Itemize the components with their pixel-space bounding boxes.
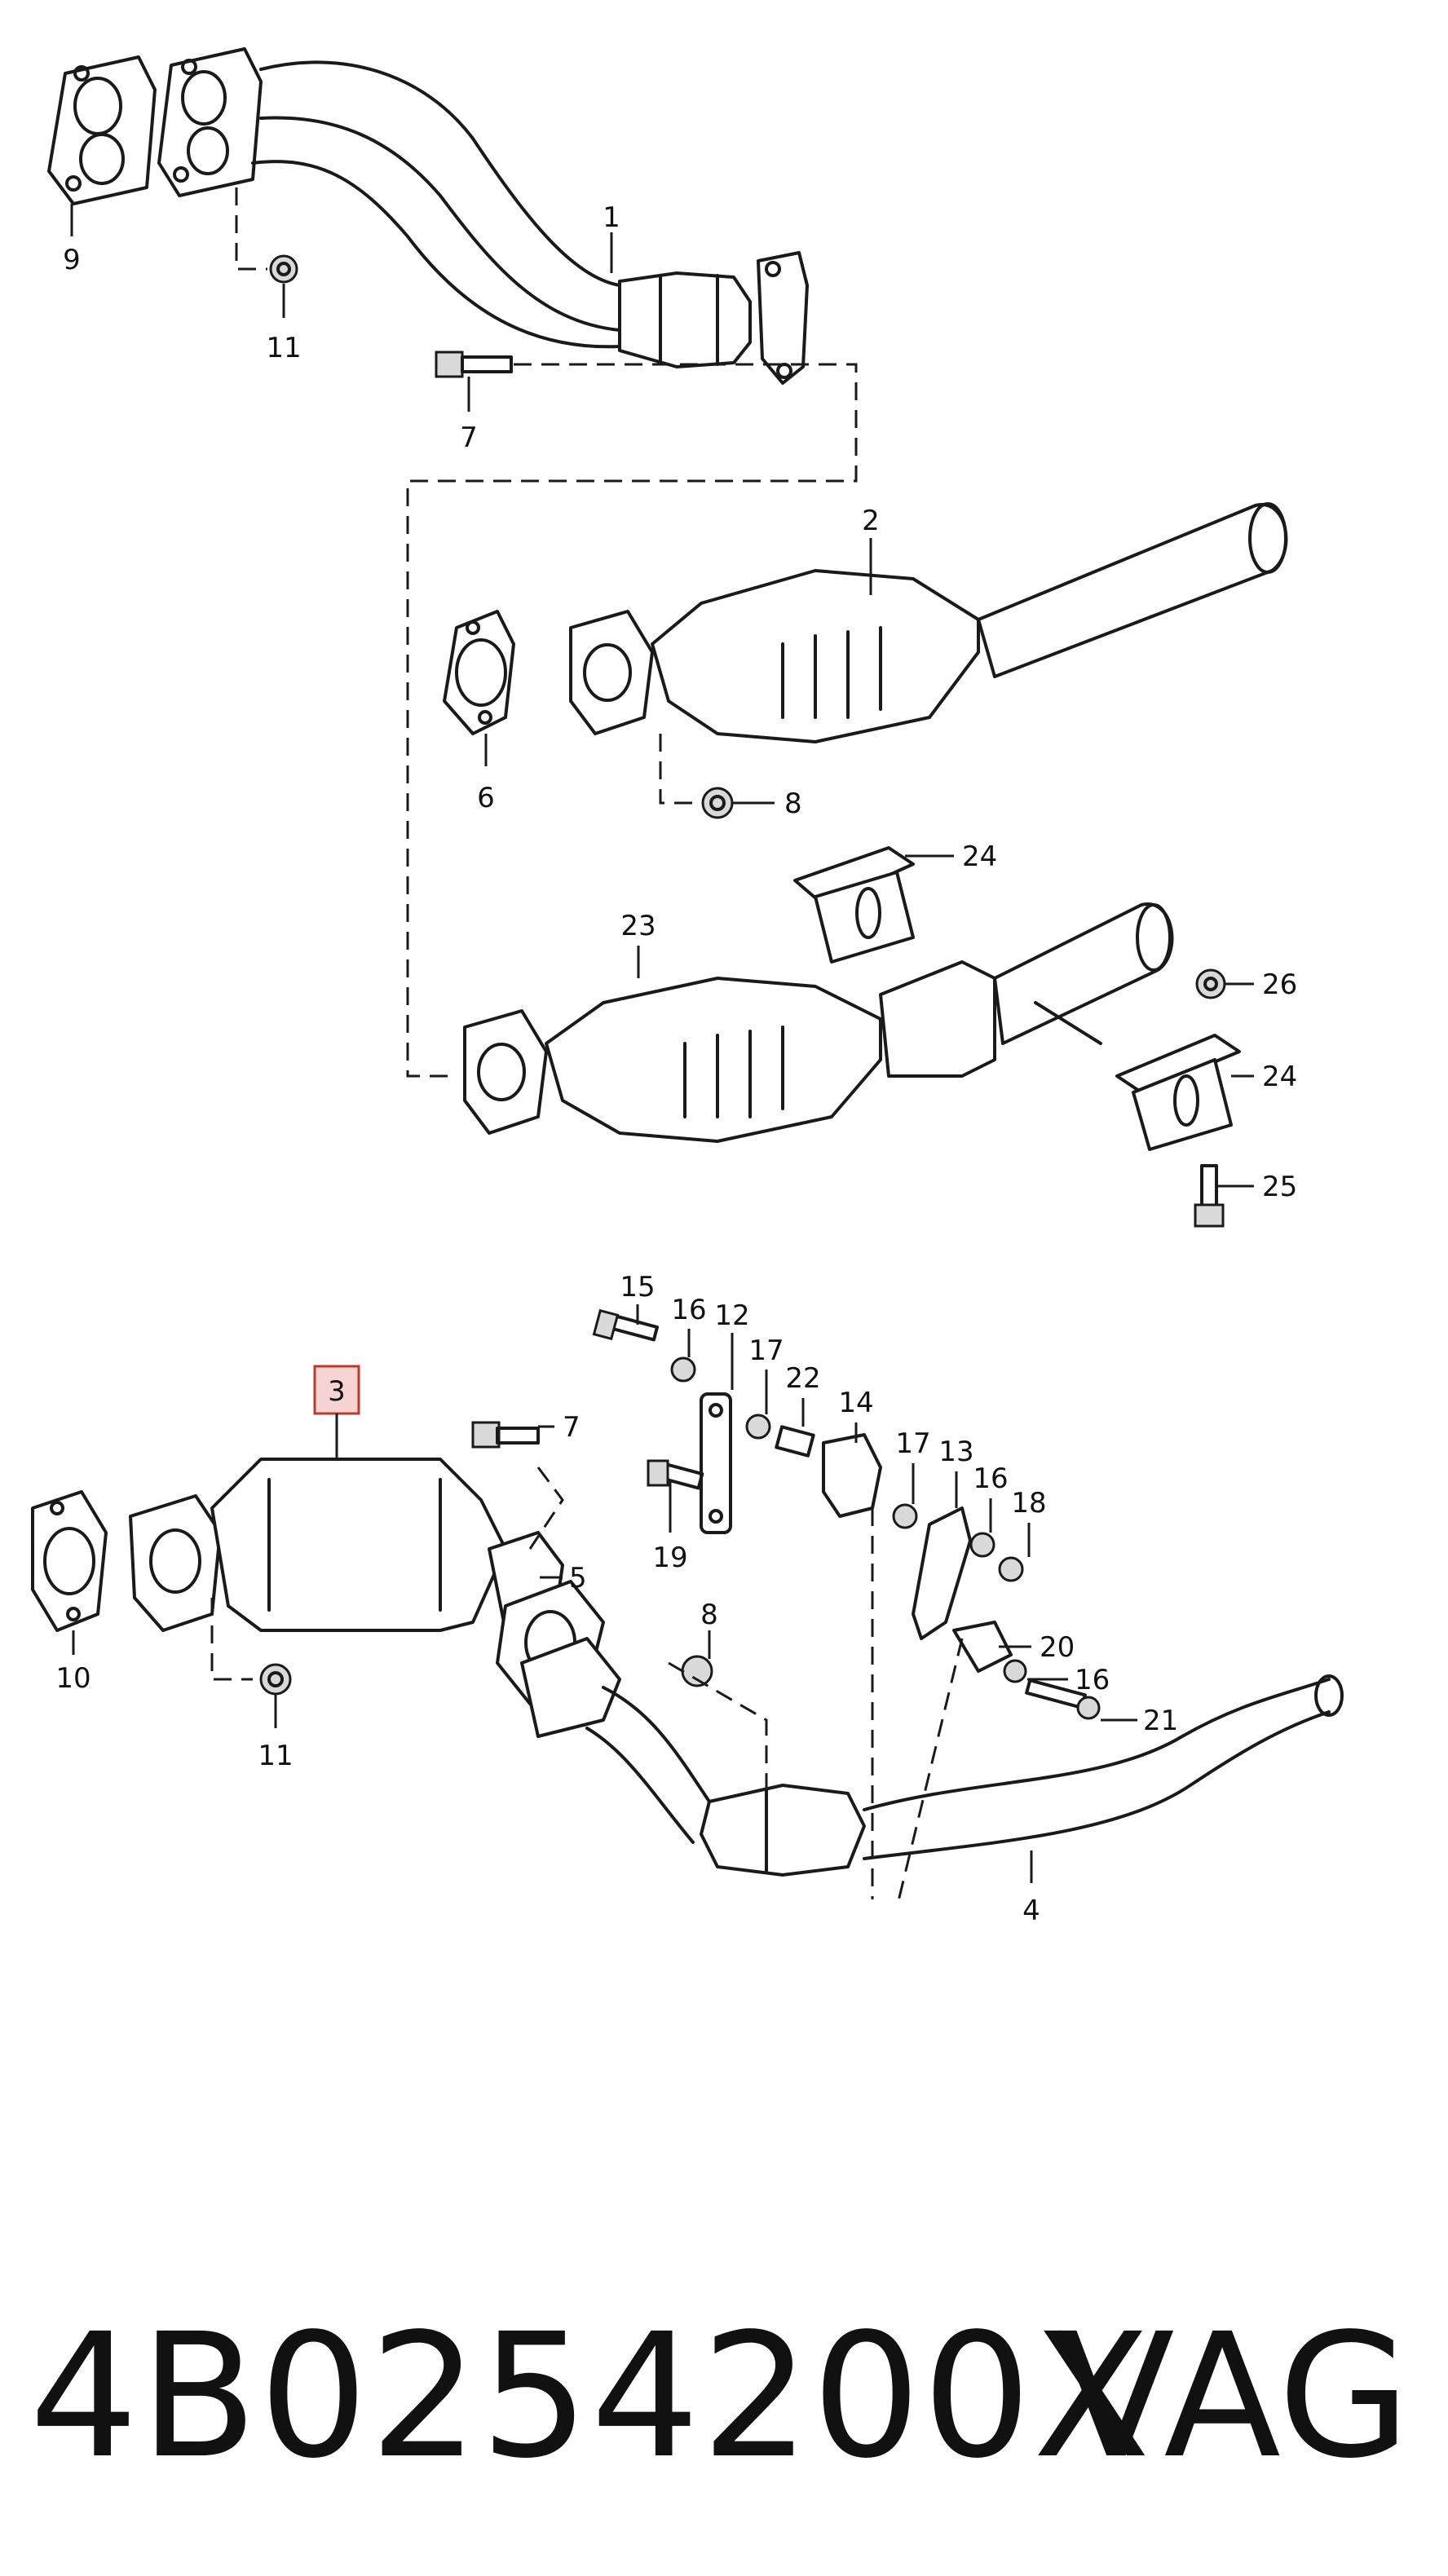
callout-8-mid: 8 [784,787,802,820]
callout-24-bottom: 24 [1262,1061,1297,1093]
callout-21: 21 [1143,1705,1178,1737]
bolt-25 [1194,1164,1225,1228]
nut-8-mid [659,734,734,819]
bracket-13 [912,1506,972,1640]
callout-20: 20 [1040,1631,1075,1664]
bolt-7-bottom [471,1421,564,1550]
callout-13: 13 [938,1436,973,1468]
hanger-24-top [793,846,915,964]
callout-17-top: 17 [748,1334,784,1367]
bracket-12 [700,1392,732,1534]
callout-16-bottom: 16 [1075,1664,1110,1696]
callout-14: 14 [838,1387,873,1419]
footer: 4B0254200X VAG [0,2274,1448,2519]
callout-7-top: 7 [460,421,478,454]
catalytic-converter-23 [463,902,1174,1143]
catalytic-converter-3 [129,1458,564,1632]
callout-23: 23 [620,910,656,942]
callout-7-bottom: 7 [563,1411,581,1444]
exhaust-pipe-4 [520,1637,1344,1877]
callout-2: 2 [862,505,880,537]
callout-18: 18 [1011,1487,1046,1520]
callout-10: 10 [55,1662,90,1695]
callout-4: 4 [1022,1895,1040,1927]
nut-11-top [235,187,298,284]
part-number: 4B0254200X [29,2296,1152,2496]
callout-16-mid: 16 [973,1462,1008,1495]
gasket-10 [31,1490,108,1632]
callout-9: 9 [63,244,81,276]
callout-1: 1 [603,201,620,234]
callout-16-top: 16 [671,1294,706,1326]
brand-name: VAG [1057,2296,1410,2496]
callout-12: 12 [714,1299,749,1332]
callout-17-bottom: 17 [895,1427,930,1460]
highlight-callout-3[interactable]: 3 [313,1365,360,1459]
nut-26 [1195,968,1226,999]
highlight-label: 3 [328,1375,346,1408]
callout-19: 19 [652,1542,687,1574]
small-parts [592,1308,1101,1908]
callout-24-top: 24 [962,840,997,873]
callout-6: 6 [477,782,495,814]
callout-25: 25 [1262,1171,1297,1203]
hanger-24-bottom [1115,1034,1241,1151]
downpipe-1 [157,47,809,385]
callout-labels: 9 11 1 7 2 6 8 24 23 26 24 25 15 16 12 1… [55,201,1297,1927]
bolt-7-top [406,351,858,1078]
callout-8-bottom: 8 [700,1599,718,1631]
callout-11-top: 11 [266,332,301,364]
exhaust-parts-diagram: 3 9 11 1 7 2 6 8 24 23 26 24 25 15 16 [31,47,1344,1927]
nut-11-bottom [210,1598,292,1696]
gasket-9 [47,55,157,205]
catalytic-converter-2 [569,502,1288,743]
gasket-6 [443,610,515,735]
callout-22: 22 [785,1362,820,1395]
callout-11-bottom: 11 [258,1740,293,1772]
callout-15: 15 [620,1271,655,1303]
callout-5: 5 [569,1562,587,1595]
callout-26: 26 [1262,968,1297,1001]
